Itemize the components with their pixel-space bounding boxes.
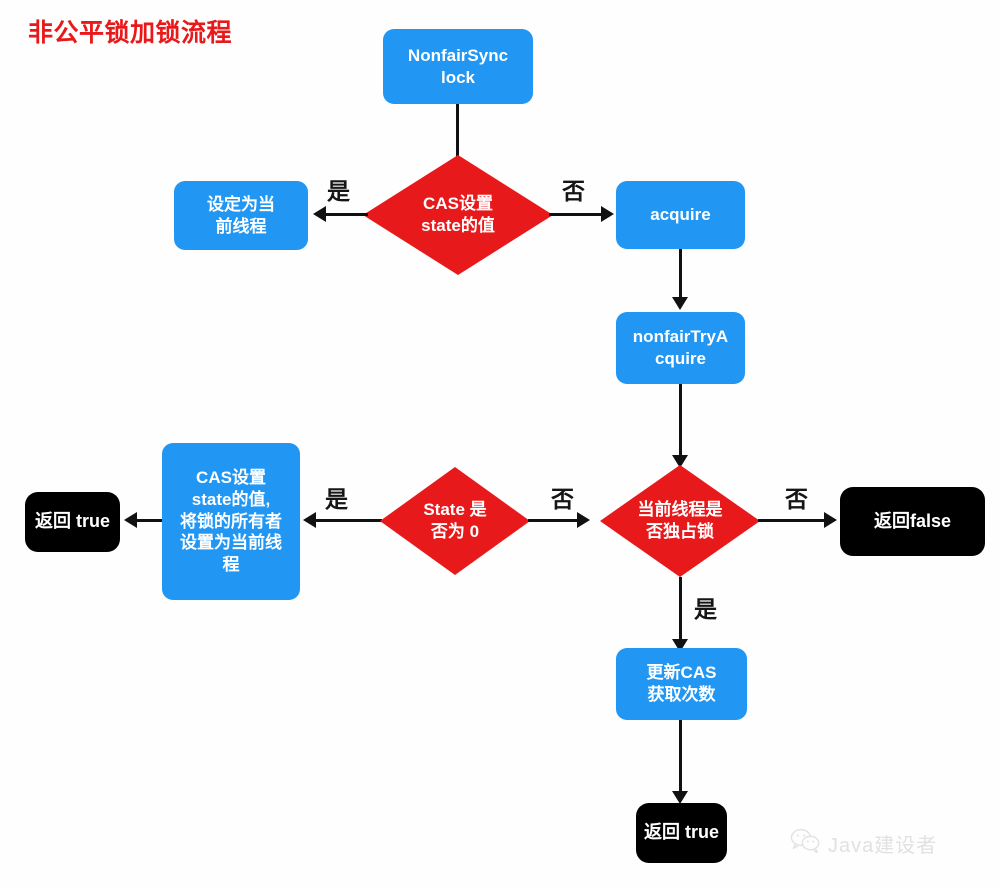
arrowhead-acquire-to-tryacquire (672, 297, 688, 310)
connector-cas-no (549, 213, 603, 216)
node-label: CAS设置 state的值 (421, 193, 495, 235)
edge-label-state-no: 否 (551, 486, 574, 512)
arrowhead-update-to-return-true (672, 791, 688, 804)
edge-label-state-yes: 是 (325, 486, 348, 512)
arrowhead-tryacquire-to-exclusive (672, 455, 688, 468)
node-set-current-thread[interactable]: 设定为当 前线程 (174, 181, 308, 250)
arrowhead-state-yes (303, 512, 316, 528)
watermark: Java建设者 (790, 828, 937, 859)
connector-acquire-to-tryacquire (679, 249, 682, 300)
node-acquire[interactable]: acquire (616, 181, 745, 249)
arrowhead-return-true-left (124, 512, 137, 528)
connector-state-yes (316, 519, 382, 522)
connector-lock-to-cas (456, 104, 459, 160)
node-label: NonfairSync lock (407, 45, 509, 87)
node-update-cas-count[interactable]: 更新CAS 获取次数 (616, 648, 747, 720)
node-cas-set-state[interactable]: CAS设置 state的值 (363, 155, 553, 275)
node-label: 当前线程是 否独占锁 (637, 499, 723, 541)
node-label: State 是 否为 0 (423, 499, 487, 541)
connector-update-to-return-true (679, 720, 682, 795)
node-state-is-zero[interactable]: State 是 否为 0 (380, 467, 530, 575)
node-label: 设定为当 前线程 (207, 194, 275, 236)
node-return-true-left[interactable]: 返回 true (25, 492, 120, 552)
node-label: 更新CAS 获取次数 (646, 663, 717, 704)
arrowhead-cas-no (601, 206, 614, 222)
node-return-false[interactable]: 返回false (840, 487, 985, 556)
node-label: 返回 true (643, 822, 719, 843)
connector-tryacquire-to-exclusive (679, 384, 682, 459)
edge-label-cas-no: 否 (562, 178, 585, 204)
connector-exclusive-yes (679, 577, 682, 643)
node-return-true-bottom[interactable]: 返回 true (636, 803, 727, 863)
edge-label-cas-yes: 是 (327, 178, 350, 204)
connector-exclusive-no (758, 519, 826, 522)
node-label: CAS设置 state的值, 将锁的所有者 设置为当前线 程 (180, 468, 282, 575)
node-cas-set-state-owner[interactable]: CAS设置 state的值, 将锁的所有者 设置为当前线 程 (162, 443, 300, 600)
edge-label-exclusive-yes: 是 (694, 596, 717, 622)
connector-cas-yes (326, 213, 368, 216)
node-label: nonfairTryA cquire (632, 327, 729, 368)
watermark-text: Java建设者 (828, 835, 938, 857)
node-label: acquire (650, 205, 711, 225)
node-nonfair-sync-lock[interactable]: NonfairSync lock (383, 29, 533, 104)
arrowhead-cas-yes (313, 206, 326, 222)
arrowhead-state-no (577, 512, 590, 528)
wechat-icon (790, 828, 820, 859)
node-label: 返回false (873, 510, 952, 531)
edge-label-exclusive-no-out: 否 (785, 486, 808, 512)
page-title: 非公平锁加锁流程 (28, 19, 233, 47)
node-label: 返回 true (34, 511, 110, 532)
connector-cas-owner-to-return-true (137, 519, 162, 522)
arrowhead-exclusive-no (824, 512, 837, 528)
node-nonfair-try-acquire[interactable]: nonfairTryA cquire (616, 312, 745, 384)
connector-state-no (528, 519, 579, 522)
node-is-exclusive-thread[interactable]: 当前线程是 否独占锁 (600, 465, 760, 577)
